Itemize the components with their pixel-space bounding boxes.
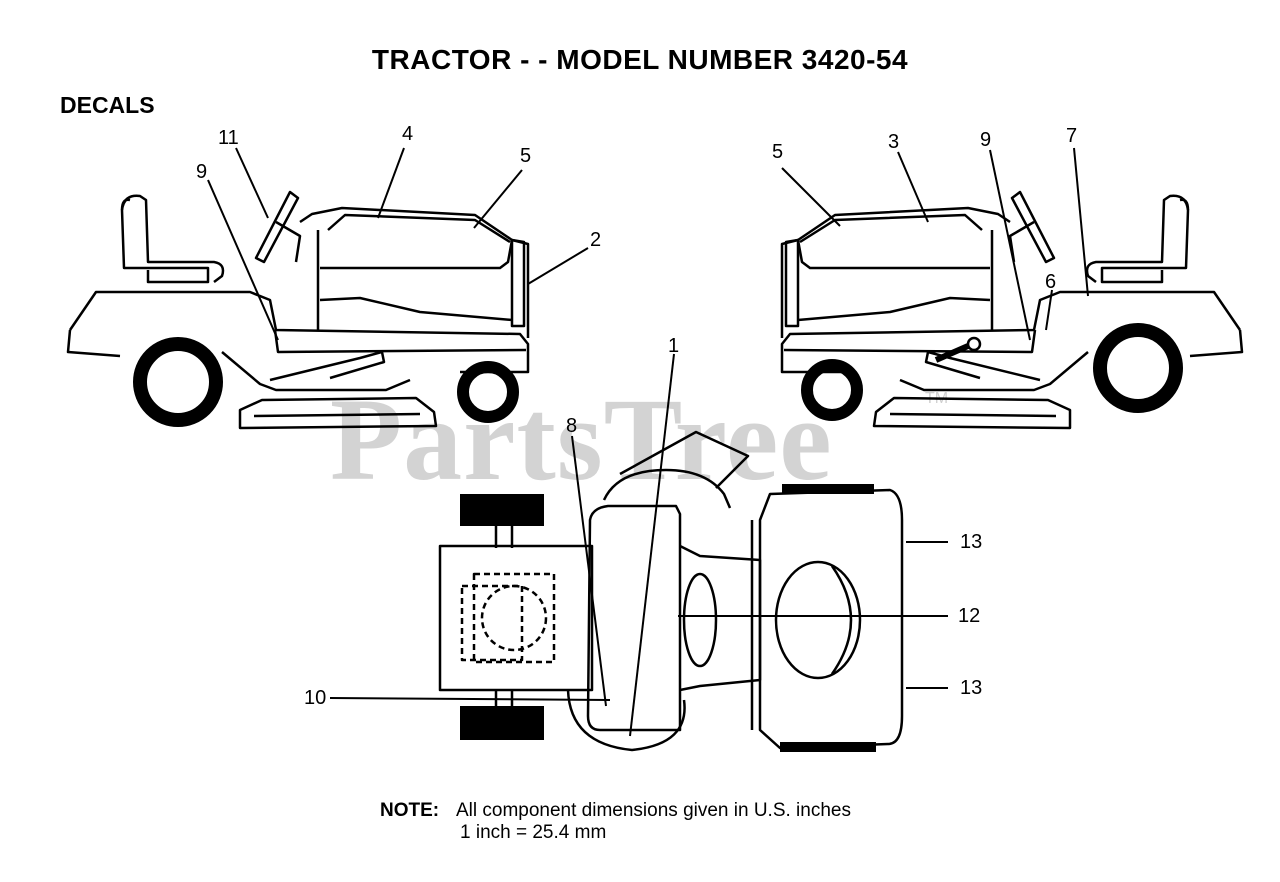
callout-top-13b: 13 [960, 677, 983, 699]
callout-left-5: 5 [520, 145, 532, 167]
note-line-1: All component dimensions given in U.S. i… [456, 800, 851, 821]
callout-top-1: 1 [668, 335, 680, 357]
tractor-top-view [438, 430, 904, 752]
tractor-right-side-view [780, 190, 1244, 430]
callout-right-5: 5 [772, 141, 784, 163]
diagram-title: TRACTOR - - MODEL NUMBER 3420-54 [371, 44, 909, 75]
callout-right-3: 3 [888, 131, 900, 153]
note-label: NOTE: [380, 800, 440, 821]
callout-top-12: 12 [958, 605, 981, 627]
section-heading: DECALS [60, 92, 155, 118]
watermark: PartsTree [330, 374, 833, 505]
callout-right-9: 9 [980, 129, 992, 151]
callout-top-10: 10 [304, 687, 327, 709]
dimension-note: NOTE: All component dimensions given in U… [380, 800, 851, 844]
tractor-left-side-view [66, 190, 530, 430]
callout-right-7: 7 [1066, 125, 1078, 147]
callout-leaders [207, 147, 1089, 737]
callout-left-11: 11 [218, 127, 239, 149]
callout-left-9: 9 [196, 161, 208, 183]
callout-left-4: 4 [402, 123, 414, 145]
callout-left-2: 2 [590, 229, 602, 251]
callout-top-13a: 13 [960, 531, 983, 553]
note-line-2: 1 inch = 25.4 mm [460, 822, 607, 843]
callout-top-8: 8 [566, 415, 578, 437]
callout-right-6: 6 [1045, 271, 1057, 293]
